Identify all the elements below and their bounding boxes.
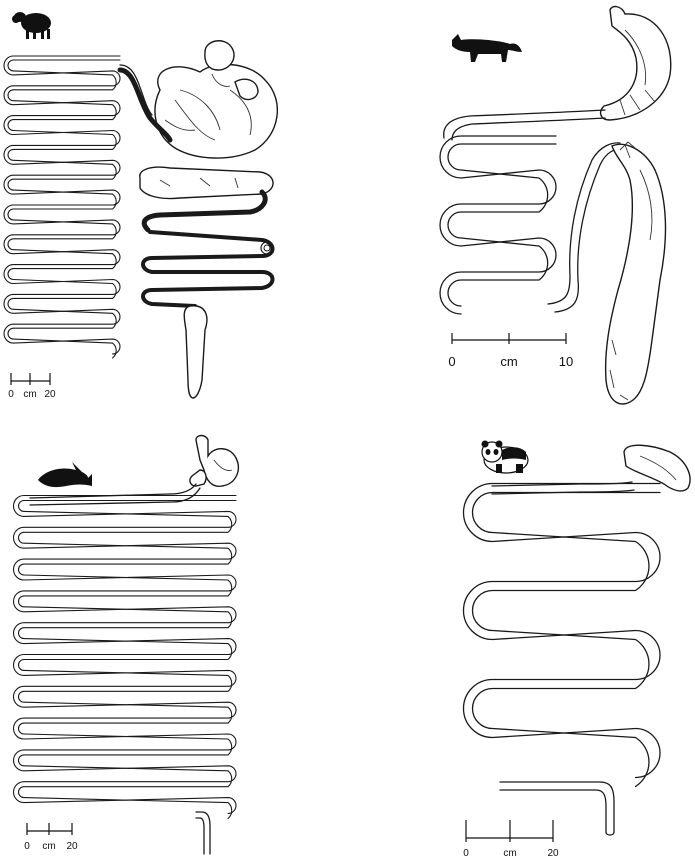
sheep-icon bbox=[12, 12, 51, 39]
sheep-panel: 0 cm 20 bbox=[4, 12, 277, 400]
intestine-wall bbox=[440, 136, 556, 314]
scale-end-label: 10 bbox=[559, 354, 573, 369]
large-intestine bbox=[140, 167, 273, 398]
scale-bar: 0 cm 20 bbox=[8, 373, 56, 400]
dolphin-panel: 0 cm 20 bbox=[13, 436, 238, 855]
stomach bbox=[601, 7, 671, 120]
cat-panel: 0 cm 10 bbox=[440, 7, 671, 404]
scale-end-label: 20 bbox=[547, 848, 559, 859]
scale-unit-label: cm bbox=[42, 841, 55, 852]
small-intestine bbox=[4, 56, 120, 358]
intestine-wall bbox=[13, 496, 236, 814]
intestine-wall bbox=[448, 144, 556, 306]
scale-unit-label: cm bbox=[23, 389, 36, 400]
scale-start-label: 0 bbox=[8, 389, 14, 400]
scale-start-label: 0 bbox=[448, 354, 455, 369]
small-intestine bbox=[464, 484, 660, 787]
cat-icon bbox=[452, 34, 522, 62]
scale-end-label: 20 bbox=[66, 841, 78, 852]
scale-bar: 0 cm 10 bbox=[448, 333, 573, 369]
dolphin-icon bbox=[38, 462, 92, 487]
scale-start-label: 0 bbox=[463, 848, 469, 859]
small-intestine bbox=[440, 136, 556, 314]
intestine-wall bbox=[18, 501, 236, 819]
scale-bar: 0 cm 20 bbox=[24, 823, 78, 852]
scale-unit-label: cm bbox=[503, 848, 516, 859]
scale-end-label: 20 bbox=[44, 389, 56, 400]
scale-bar: 0 cm 20 bbox=[463, 820, 559, 859]
stomach bbox=[190, 436, 238, 487]
panda-icon bbox=[482, 441, 529, 474]
scale-unit-label: cm bbox=[500, 354, 517, 369]
scale-start-label: 0 bbox=[24, 841, 30, 852]
stomach bbox=[155, 41, 277, 158]
small-intestine bbox=[13, 496, 236, 819]
panda-panel: 0 cm 20 bbox=[463, 441, 690, 859]
large-intestine bbox=[606, 142, 666, 404]
